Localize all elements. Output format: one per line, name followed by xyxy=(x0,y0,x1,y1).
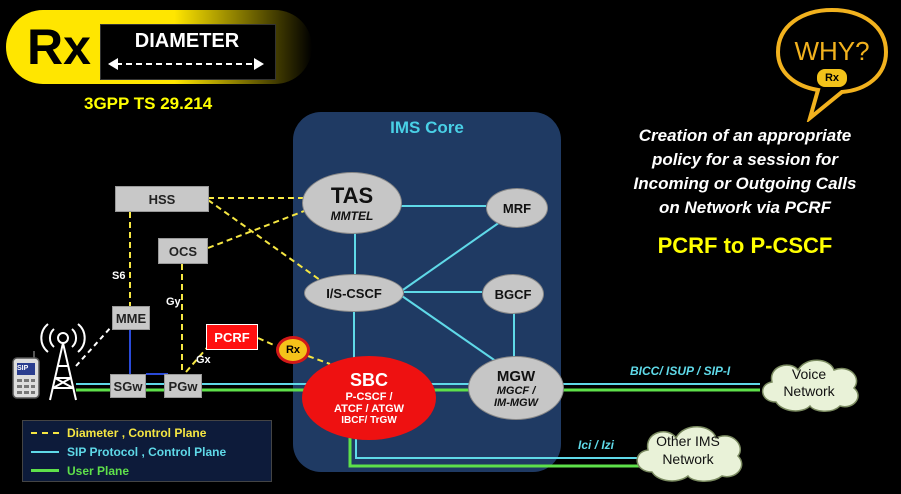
pcrf-node: PCRF xyxy=(206,324,258,350)
gy-label: Gy xyxy=(166,296,181,308)
other-ims-label: Other IMS Network xyxy=(636,432,740,468)
pgw-node: PGw xyxy=(164,374,202,398)
rx-badge-label: Rx xyxy=(27,19,91,75)
ocs-node: OCS xyxy=(158,238,208,264)
voice-network-label: Voice Network xyxy=(764,366,854,400)
rx-interface-oval: Rx xyxy=(276,336,310,364)
phone-sip-label: SIP xyxy=(17,365,29,372)
bicc-label: BICC/ ISUP / SIP-I xyxy=(630,364,731,378)
diameter-label: DIAMETER xyxy=(134,30,240,52)
legend-diameter-label: Diameter , Control Plane xyxy=(67,425,207,440)
mrf-name: MRF xyxy=(502,200,532,216)
mrf-node: MRF xyxy=(486,188,548,228)
why-rx-tag: Rx xyxy=(816,68,848,88)
bgcf-name: BGCF xyxy=(494,286,532,302)
legend-user-label: User Plane xyxy=(67,463,130,478)
tas-node: TAS MMTEL xyxy=(302,172,402,234)
legend: Diameter , Control Plane SIP Protocol , … xyxy=(22,420,272,482)
other-ims-line-2: Network xyxy=(662,451,714,467)
sbc-sub-3: IBCF/ TrGW xyxy=(341,415,397,426)
sbc-sub-2: ATCF / ATGW xyxy=(333,403,405,415)
why-speech-bubble-icon xyxy=(775,7,889,122)
icscf-node: I/S-CSCF xyxy=(304,274,404,312)
hss-node: HSS xyxy=(115,186,209,212)
bgcf-node: BGCF xyxy=(482,274,544,314)
sbc-node: SBC P-CSCF / ATCF / ATGW IBCF/ TrGW xyxy=(302,356,436,440)
mgw-sub-2: IM-MGW xyxy=(494,396,538,409)
sgw-node: SGw xyxy=(110,374,146,398)
purpose-line-3: Incoming or Outgoing Calls xyxy=(633,174,857,193)
tas-sub: MMTEL xyxy=(330,209,374,223)
icscf-name: I/S-CSCF xyxy=(326,285,382,301)
legend-diameter: Diameter , Control Plane xyxy=(31,423,271,442)
diameter-box xyxy=(100,24,276,80)
other-ims-cloud-icon xyxy=(636,426,743,482)
voice-network-cloud-icon xyxy=(762,359,859,412)
purpose-highlight: PCRF to P-CSCF xyxy=(657,233,833,258)
ims-core-title: IMS Core xyxy=(390,118,464,137)
legend-sip: SIP Protocol , Control Plane xyxy=(31,442,271,461)
mgw-sub-1: MGCF / xyxy=(496,384,536,397)
why-title: WHY? xyxy=(794,36,870,66)
cell-tower-icon xyxy=(40,323,86,401)
mobile-phone-icon xyxy=(12,351,40,399)
mgw-node: MGW MGCF / IM-MGW xyxy=(468,356,564,420)
voice-network-line-2: Network xyxy=(783,383,835,399)
ici-label: Ici / Izi xyxy=(578,438,615,452)
mme-node: MME xyxy=(112,306,150,330)
gx-label: Gx xyxy=(196,354,211,366)
other-ims-line-1: Other IMS xyxy=(656,433,720,449)
legend-sip-label: SIP Protocol , Control Plane xyxy=(67,444,227,459)
sbc-name: SBC xyxy=(349,370,388,390)
legend-user-swatch xyxy=(31,469,59,472)
s6-label: S6 xyxy=(112,270,126,282)
purpose-text: Creation of an appropriate policy for a … xyxy=(590,124,900,220)
purpose-line-1: Creation of an appropriate xyxy=(638,126,852,145)
tas-name: TAS xyxy=(330,183,374,208)
purpose-line-4: on Network via PCRF xyxy=(659,198,831,217)
rx-interface-label: Rx xyxy=(285,344,301,356)
mgw-name: MGW xyxy=(496,367,536,385)
sbc-sub-1: P-CSCF / xyxy=(345,391,393,403)
legend-diameter-swatch xyxy=(31,431,59,434)
legend-sip-swatch xyxy=(31,450,59,453)
legend-user-plane: User Plane xyxy=(31,461,271,480)
bidirectional-arrow-icon xyxy=(108,58,264,70)
voice-network-line-1: Voice xyxy=(791,366,827,382)
spec-reference: 3GPP TS 29.214 xyxy=(84,94,213,113)
purpose-line-2: policy for a session for xyxy=(651,150,839,169)
